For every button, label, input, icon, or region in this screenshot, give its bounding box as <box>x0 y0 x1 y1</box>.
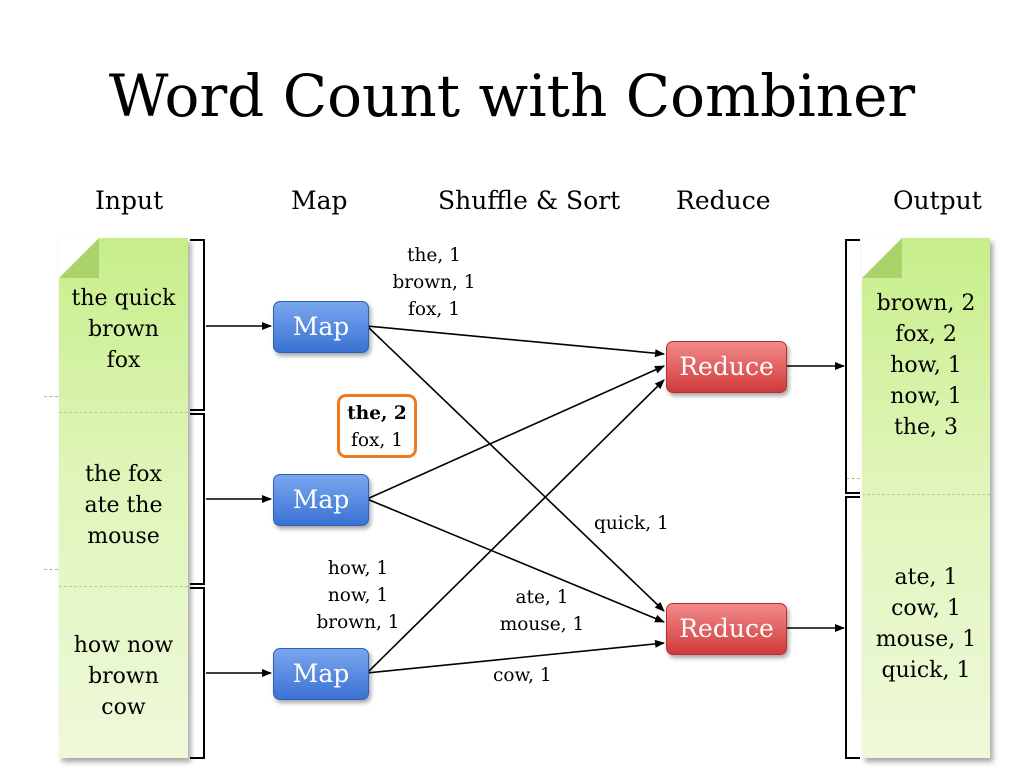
arrow-map3-reduce2 <box>366 639 665 674</box>
input-line: ate the <box>84 493 163 518</box>
map-box-2: Map <box>273 474 369 526</box>
shuffle-label-quick: quick, 1 <box>594 513 669 534</box>
arrow-map1-reduce2 <box>366 325 665 612</box>
header-output: Output <box>893 186 982 215</box>
input-document: the quick brown fox the fox ate the mous… <box>59 238 188 758</box>
map-box-1: Map <box>273 301 369 353</box>
input-line: mouse <box>87 524 160 549</box>
kv-pair: fox, 1 <box>351 430 403 451</box>
kv-pair: brown, 1 <box>392 272 476 293</box>
input-split-2: the fox ate the mouse <box>59 459 188 552</box>
output-line: the, 3 <box>893 415 958 440</box>
input-line: brown <box>88 317 159 342</box>
header-input: Input <box>95 186 164 215</box>
output-line: mouse, 1 <box>875 627 977 652</box>
split-marker <box>44 396 58 397</box>
output-bracket-2 <box>845 496 860 759</box>
header-map: Map <box>291 186 348 215</box>
page-fold-icon <box>862 238 902 278</box>
arrow-map2-reduce1 <box>366 365 665 500</box>
combiner-output-box: the, 2 fox, 1 <box>337 394 417 458</box>
arrow-map1-reduce1 <box>366 325 665 358</box>
slide-title: Word Count with Combiner <box>108 62 916 130</box>
output-part-2: ate, 1 cow, 1 mouse, 1 quick, 1 <box>862 562 990 686</box>
input-line: the quick <box>71 286 176 311</box>
kv-pair: ate, 1 <box>515 587 569 608</box>
kv-pair: mouse, 1 <box>499 614 585 635</box>
output-line: quick, 1 <box>881 658 971 683</box>
output-line: how, 1 <box>890 353 962 378</box>
shuffle-label-ate-mouse: ate, 1 mouse, 1 <box>496 584 588 638</box>
output-line: now, 1 <box>890 384 962 409</box>
input-line: fox <box>106 348 141 373</box>
kv-pair: the, 2 <box>347 403 407 424</box>
input-line: brown <box>88 664 159 689</box>
input-split-1: the quick brown fox <box>59 283 188 376</box>
input-line: cow <box>101 695 146 720</box>
split-marker <box>44 569 58 570</box>
kv-pair: brown, 1 <box>316 612 400 633</box>
output-part-1: brown, 2 fox, 2 how, 1 now, 1 the, 3 <box>862 288 990 443</box>
output-line: brown, 2 <box>876 291 976 316</box>
map3-output-label: how, 1 now, 1 brown, 1 <box>312 555 404 636</box>
input-line: how now <box>73 633 174 658</box>
header-shuffle-sort: Shuffle & Sort <box>438 186 621 215</box>
map1-output-label: the, 1 brown, 1 fox, 1 <box>388 242 480 323</box>
page-fold-icon <box>59 238 99 278</box>
output-line: fox, 2 <box>895 322 957 347</box>
split-marker <box>846 478 860 479</box>
output-line: cow, 1 <box>891 596 961 621</box>
arrow-map3-reduce1 <box>366 379 665 674</box>
map-box-3: Map <box>273 648 369 700</box>
reduce-box-2: Reduce <box>666 603 787 655</box>
arrow-map2-reduce2 <box>366 498 665 623</box>
kv-pair: the, 1 <box>407 245 461 266</box>
kv-pair: fox, 1 <box>408 299 460 320</box>
input-bracket-2 <box>190 413 205 585</box>
input-line: the fox <box>85 462 162 487</box>
header-reduce: Reduce <box>676 186 771 215</box>
output-document: brown, 2 fox, 2 how, 1 now, 1 the, 3 ate… <box>862 238 990 758</box>
input-split-3: how now brown cow <box>59 630 188 723</box>
output-line: ate, 1 <box>894 565 958 590</box>
kv-pair: now, 1 <box>327 585 389 606</box>
input-bracket-3 <box>190 587 205 759</box>
kv-pair: how, 1 <box>327 558 389 579</box>
output-bracket-1 <box>845 239 860 494</box>
reduce-box-1: Reduce <box>666 341 787 393</box>
input-bracket-1 <box>190 239 205 411</box>
shuffle-label-cow: cow, 1 <box>493 665 552 686</box>
